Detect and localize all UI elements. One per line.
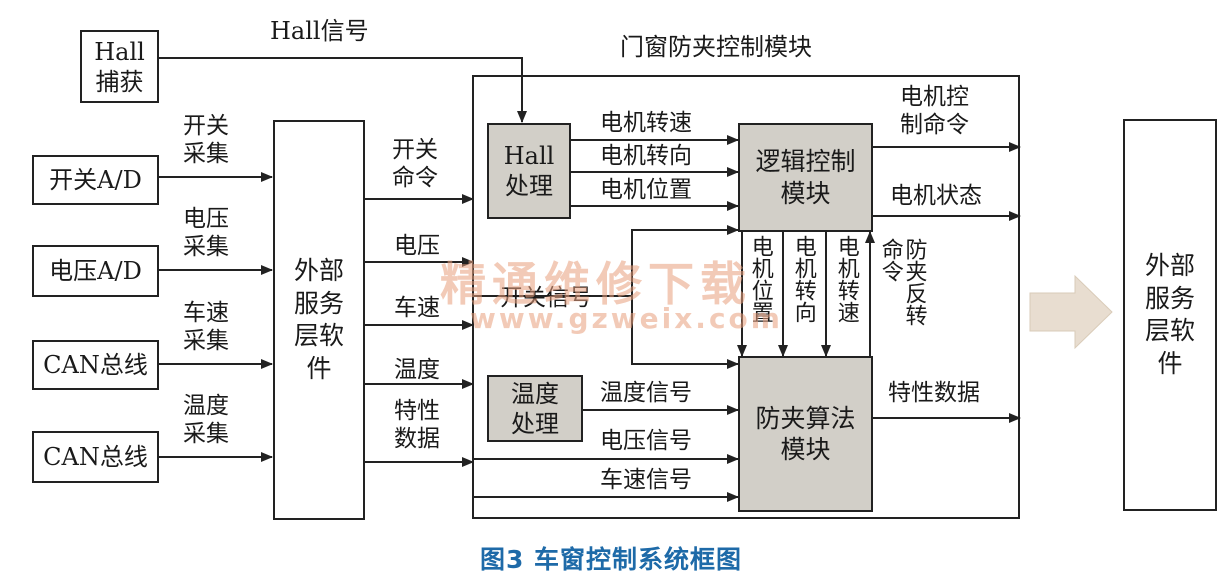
control-module-frame (472, 75, 1020, 519)
logic-control-text: 逻辑控制 模块 (755, 147, 856, 208)
switch-cmd-label: 开关 命令 (392, 137, 438, 191)
motor-speed-label: 电机转速 (600, 110, 692, 136)
temp-processing-box: 温度 处理 (487, 375, 583, 442)
temp-collect-label: 温度 采集 (183, 393, 229, 447)
anti-pinch-algorithm-module: 防夹算法 模块 (738, 356, 873, 512)
hall-capture-box: Hall 捕获 (80, 30, 159, 103)
speed-signal-label: 车速信号 (600, 467, 692, 493)
can-bus-box-1: CAN总线 (32, 340, 159, 390)
external-service-right-text: 外部 服务 层软 件 (1144, 251, 1195, 378)
switch-ad-text: 开关A/D (49, 166, 142, 194)
figure-caption: 图3 车窗控制系统框图 (479, 545, 743, 574)
external-service-layer-right: 外部 服务 层软 件 (1123, 119, 1217, 511)
temp-processing-text: 温度 处理 (511, 379, 559, 438)
hall-signal-line (158, 57, 527, 123)
motor-status-label: 电机状态 (890, 183, 982, 209)
can-bus-text-1: CAN总线 (43, 351, 148, 379)
external-service-layer-left: 外部 服务 层软 件 (273, 120, 365, 520)
hall-capture-text: Hall 捕获 (94, 37, 145, 96)
switch-signal-to-algo (473, 295, 739, 369)
temperature-label: 温度 (394, 357, 440, 383)
hall-processing-box: Hall 处理 (487, 123, 571, 219)
temp-signal-label: 温度信号 (600, 380, 692, 406)
hall-signal-label: Hall信号 (270, 17, 369, 45)
external-service-left-text: 外部 服务 层软 件 (293, 256, 344, 383)
v-motor-position-label: 电机位置 (747, 235, 773, 323)
switch-ad-box: 开关A/D (32, 155, 159, 205)
logic-control-module: 逻辑控制 模块 (738, 123, 873, 232)
hall-processing-text: Hall 处理 (503, 142, 555, 200)
char-data-in-label: 特性 数据 (394, 398, 440, 452)
v-motor-speed-label: 电机转速 (833, 235, 859, 323)
can-bus-text-2: CAN总线 (43, 443, 148, 471)
voltage-collect-label: 电压 采集 (183, 206, 229, 260)
anti-pinch-cmd-label: 防夹反转命令 (877, 238, 927, 326)
control-module-title: 门窗防夹控制模块 (620, 33, 812, 61)
char-data-out-label: 特性数据 (888, 380, 980, 406)
speed-collect-label: 车速 采集 (183, 300, 229, 354)
voltage-signal-label: 电压信号 (600, 428, 692, 454)
big-output-arrow (1029, 274, 1113, 350)
motor-direction-label: 电机转向 (600, 143, 692, 169)
v-motor-direction-label: 电机转向 (790, 235, 816, 323)
voltage-ad-box: 电压A/D (32, 245, 159, 297)
can-bus-box-2: CAN总线 (32, 431, 159, 483)
motor-position-label: 电机位置 (600, 177, 692, 203)
motor-ctrl-cmd-label: 电机控 制命令 (900, 84, 969, 138)
watermark-title: 精通维修下载 (440, 257, 752, 311)
speed-label: 车速 (394, 295, 440, 321)
switch-collect-label: 开关 采集 (183, 113, 229, 167)
voltage-label: 电压 (394, 233, 440, 259)
anti-pinch-algo-text: 防夹算法 模块 (755, 403, 856, 464)
voltage-ad-text: 电压A/D (49, 257, 142, 285)
watermark-url: www.gzweix.com (470, 302, 783, 335)
switch-signal-label: 开关信号 (500, 285, 592, 311)
